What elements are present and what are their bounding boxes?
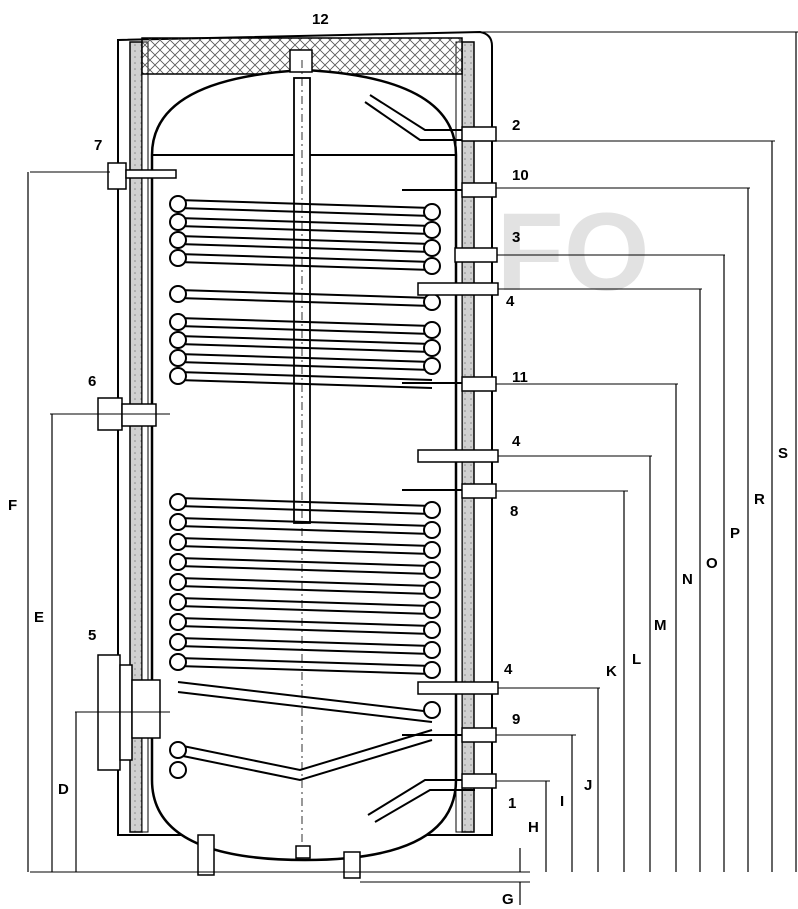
label-dim-L: L — [632, 651, 641, 668]
label-conn-9: 9 — [512, 711, 520, 728]
label-conn-2: 2 — [512, 117, 520, 134]
label-dim-E: E — [34, 609, 44, 626]
label-conn-1: 1 — [508, 795, 516, 812]
label-dim-O: O — [706, 555, 718, 572]
label-dim-G: G — [502, 891, 514, 908]
dip-pipes — [364, 94, 475, 823]
label-dim-D: D — [58, 781, 69, 798]
label-conn-11: 11 — [512, 369, 528, 386]
label-dim-F: F — [8, 497, 17, 514]
label-conn-8: 8 — [510, 503, 518, 520]
dimension-labels: F E D G H I J K L M N O P R S — [8, 445, 788, 908]
label-dim-H: H — [528, 819, 539, 836]
connection-stubs-right — [417, 126, 499, 789]
label-conn-3: 3 — [512, 229, 520, 246]
label-dim-K: K — [606, 663, 617, 680]
label-dim-M: M — [654, 617, 667, 634]
label-conn-12: 12 — [312, 11, 329, 28]
label-conn-4-bottom: 4 — [504, 661, 513, 678]
extension-lines — [30, 31, 798, 883]
label-dim-P: P — [730, 525, 740, 542]
label-conn-5: 5 — [88, 627, 96, 644]
label-conn-6: 6 — [88, 373, 96, 390]
label-dim-J: J — [584, 777, 592, 794]
lower-heating-coil — [169, 489, 475, 782]
label-conn-4-top: 4 — [506, 293, 515, 310]
label-conn-7: 7 — [94, 137, 102, 154]
label-dim-N: N — [682, 571, 693, 588]
label-conn-4-mid: 4 — [512, 433, 521, 450]
label-dim-R: R — [754, 491, 765, 508]
upper-heating-coil — [169, 189, 475, 389]
connection-labels: 12 2 10 3 4 11 4 8 4 9 1 7 6 5 — [88, 11, 529, 812]
dimension-lines — [27, 32, 797, 905]
anode-rod — [289, 49, 313, 850]
label-dim-S: S — [778, 445, 788, 462]
label-conn-10: 10 — [512, 167, 529, 184]
tank-feet — [197, 834, 361, 879]
label-dim-I: I — [560, 793, 564, 810]
